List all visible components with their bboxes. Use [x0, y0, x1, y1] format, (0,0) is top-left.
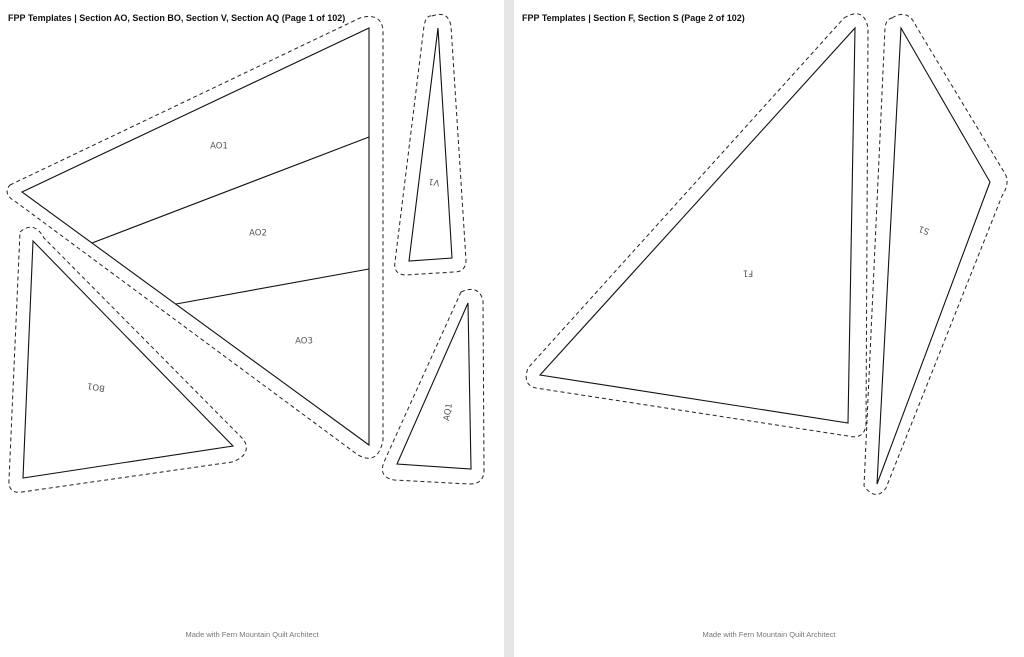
- section-ao-cut-line: [6, 16, 384, 459]
- piece-label-ao1: AO1: [210, 142, 228, 152]
- section-aq-sew-line: [396, 302, 472, 470]
- piece-label-v1: V1: [428, 176, 441, 188]
- section-bo-cut-line: [8, 226, 247, 493]
- section-aq-template: AQ1: [381, 288, 485, 485]
- section-s-template: S1: [863, 13, 1008, 495]
- piece-label-aq1: AQ1: [442, 402, 455, 421]
- page-title: FPP Templates | Section AO, Section BO, …: [8, 13, 346, 23]
- page-footer: Made with Fern Mountain Quilt Architect: [185, 630, 319, 639]
- section-v-sew-line: [408, 27, 453, 262]
- section-aq-cut-line: [381, 288, 485, 485]
- section-f-template: F1: [525, 13, 869, 438]
- template-canvas: AO1 AO2 AO3 BO1 V1 AQ1: [6, 13, 485, 493]
- page-2: FPP Templates | Section F, Section S (Pa…: [514, 0, 1024, 657]
- section-v-template: V1: [394, 13, 467, 276]
- page-title: FPP Templates | Section F, Section S (Pa…: [522, 13, 745, 23]
- section-ao-template: AO1 AO2 AO3: [6, 16, 384, 459]
- page-1: FPP Templates | Section AO, Section BO, …: [0, 0, 504, 657]
- piece-label-ao2: AO2: [249, 229, 267, 239]
- ao-seam-1: [91, 136, 370, 244]
- ao-seam-2: [175, 268, 370, 305]
- section-f-sew-line: [538, 26, 856, 424]
- section-bo-template: BO1: [8, 226, 247, 493]
- section-s-cut-line: [863, 13, 1008, 495]
- section-s-sew-line: [876, 26, 991, 485]
- piece-label-s1: S1: [917, 223, 931, 236]
- section-f-cut-line: [525, 13, 869, 438]
- piece-label-ao3: AO3: [295, 337, 313, 347]
- section-bo-sew-line: [22, 239, 235, 479]
- piece-label-bo1: BO1: [86, 380, 105, 393]
- piece-label-f1: F1: [743, 268, 753, 278]
- page-footer: Made with Fern Mountain Quilt Architect: [702, 630, 836, 639]
- section-v-cut-line: [394, 13, 467, 276]
- template-canvas: F1 S1: [525, 13, 1008, 495]
- section-ao-sew-line: [20, 27, 370, 447]
